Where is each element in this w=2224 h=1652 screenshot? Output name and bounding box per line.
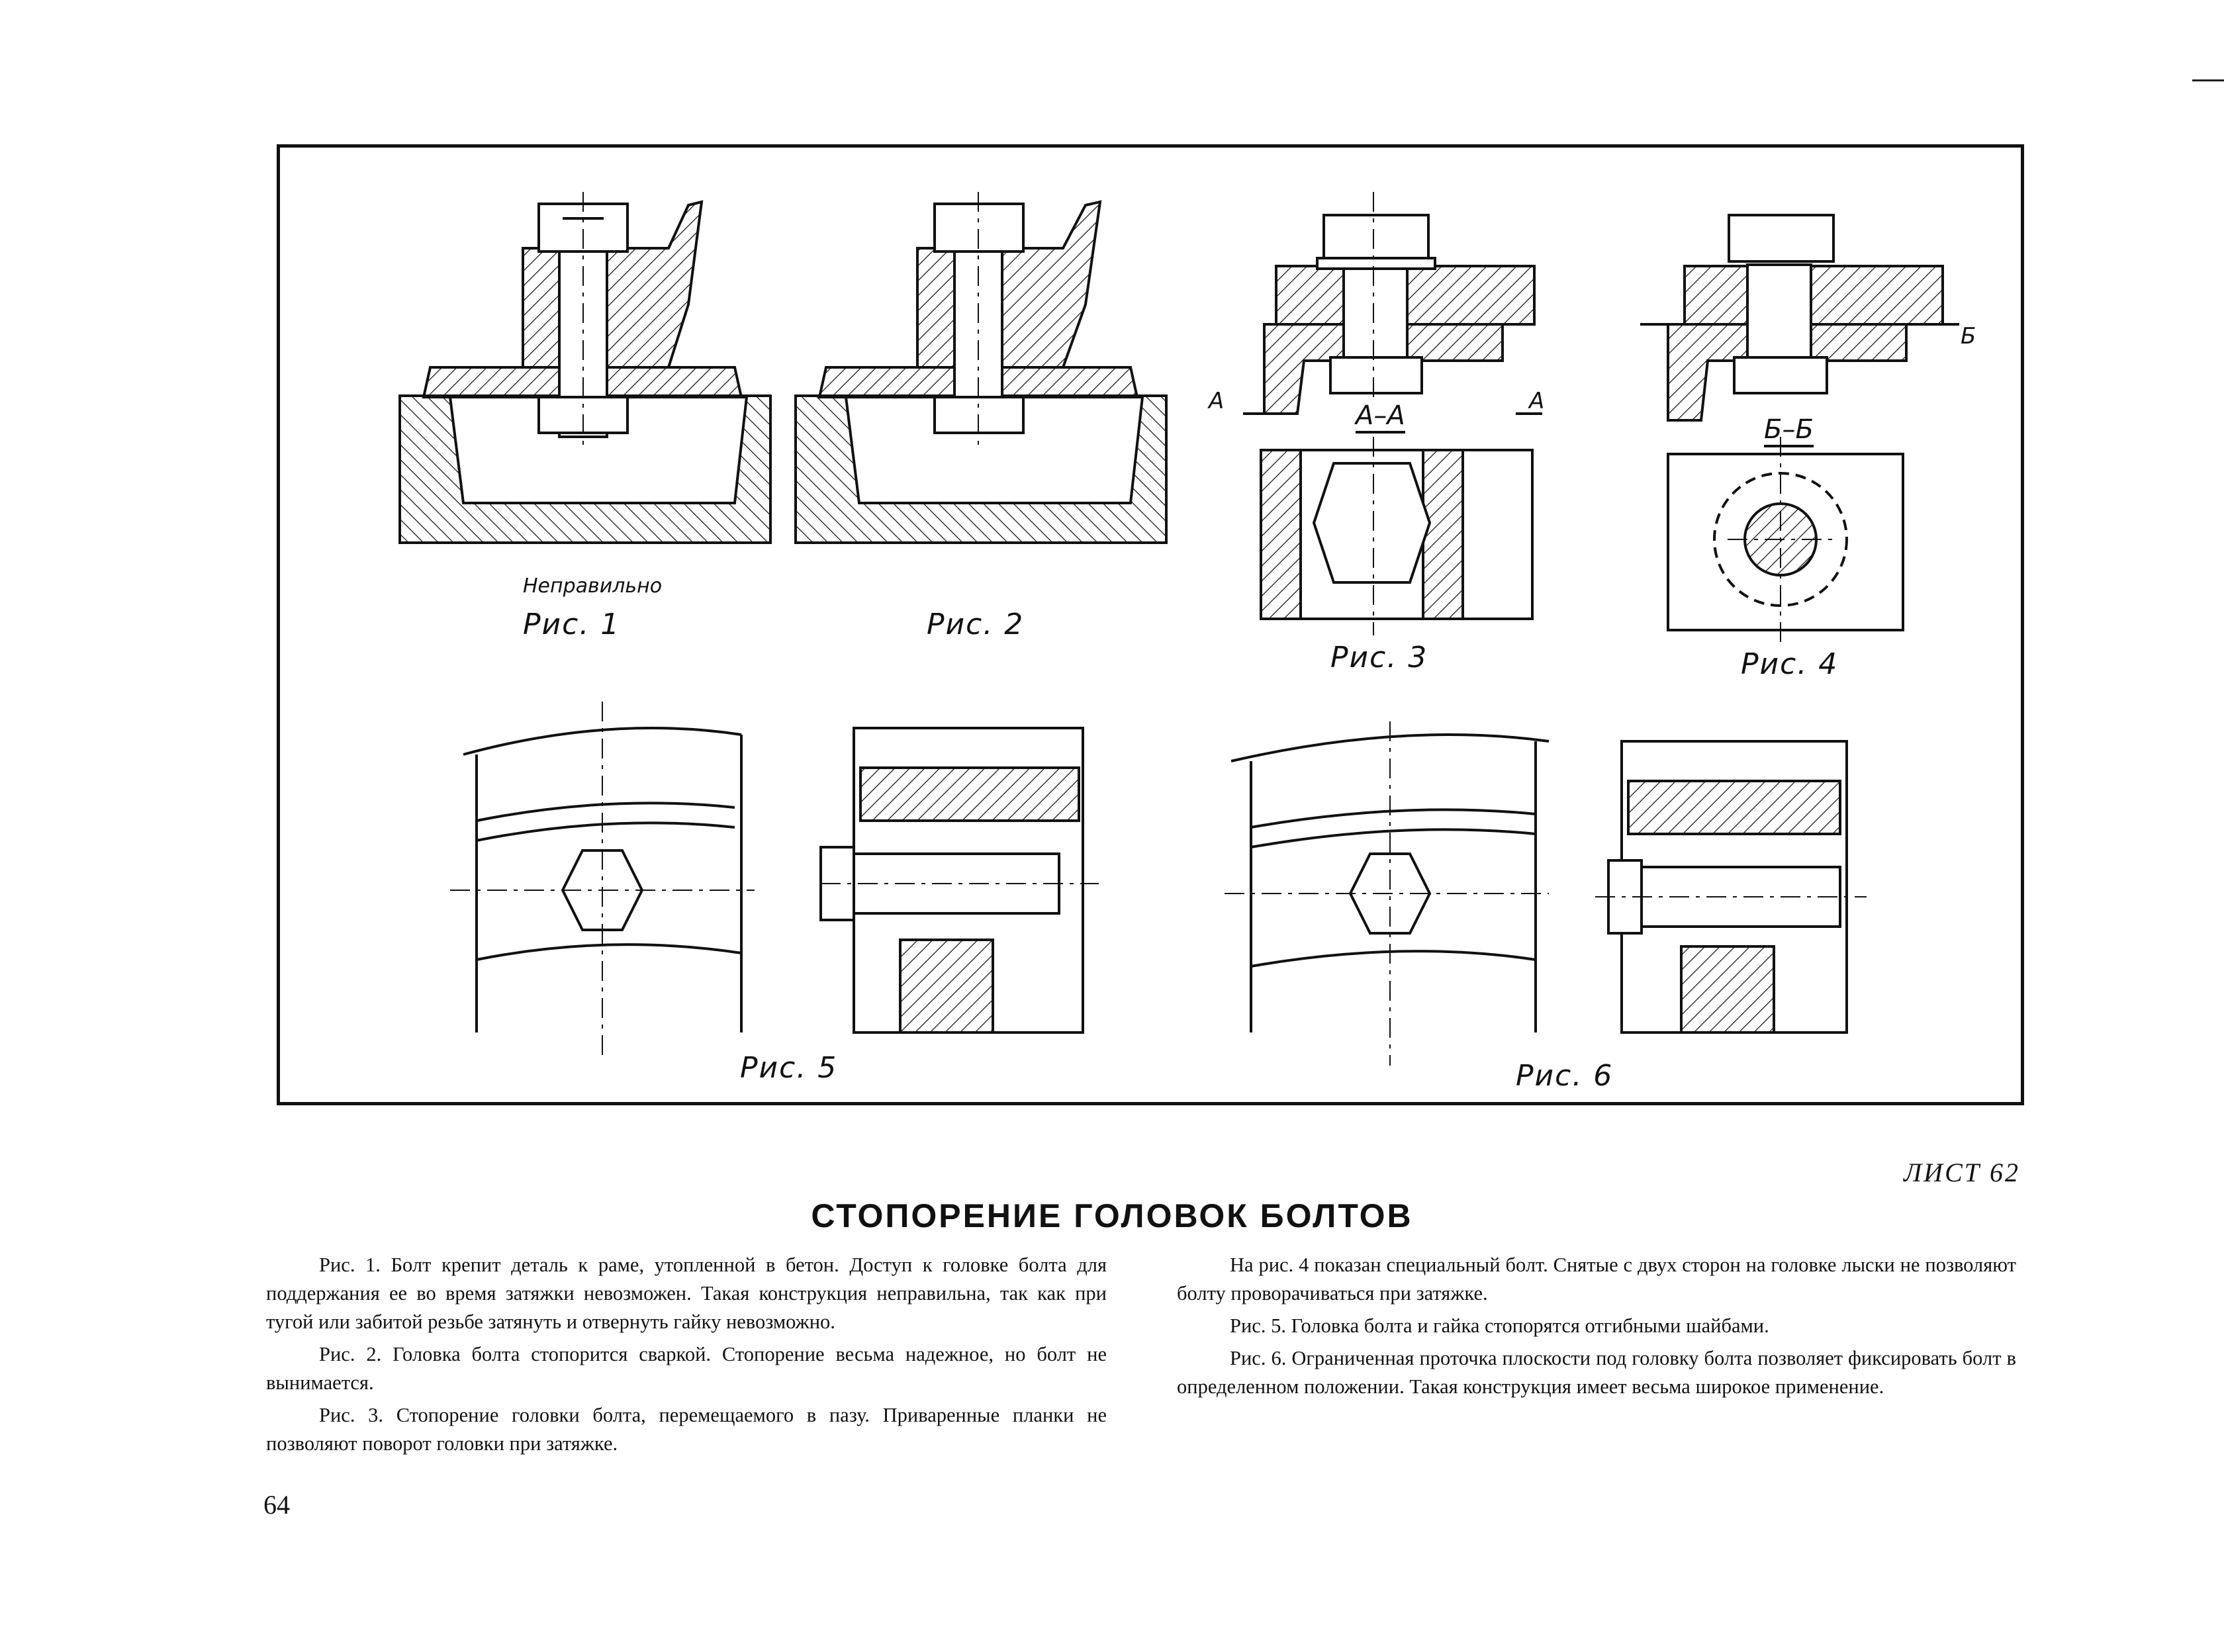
paragraph-fig1: Рис. 1. Болт крепит деталь к раме, утопл…	[266, 1254, 1107, 1333]
left-text-column: Рис. 1. Болт крепит деталь к раме, утопл…	[266, 1251, 1107, 1462]
page-number: 64	[263, 1490, 290, 1520]
paragraph-fig4: На рис. 4 показан специальный болт. Снят…	[1177, 1254, 2016, 1305]
page-edge-mark	[2192, 79, 2224, 81]
sheet-label: ЛИСТ 62	[1904, 1158, 2020, 1187]
technical-drawing	[398, 192, 1959, 1066]
fig5-drawing	[450, 702, 1099, 1059]
drawing-frame	[277, 144, 2024, 1105]
cut-letter-a-right: А	[1529, 388, 1545, 414]
section-aa-label: А–А	[1356, 400, 1405, 434]
fig3-drawing	[1243, 192, 1542, 635]
fig6-label: Рис. 6	[1516, 1059, 1614, 1093]
paragraph-fig6: Рис. 6. Ограниченная проточка плоскости …	[1177, 1347, 2016, 1398]
fig2-drawing	[794, 192, 1168, 544]
fig1-note: Неправильно	[523, 574, 663, 598]
fig1-label: Рис. 1	[523, 608, 621, 641]
fig5-label: Рис. 5	[740, 1051, 838, 1085]
fig6-drawing	[1225, 721, 1867, 1066]
section-bb-label: Б–Б	[1764, 414, 1814, 447]
fig3-label: Рис. 3	[1330, 641, 1428, 674]
right-text-column: На рис. 4 показан специальный болт. Снят…	[1177, 1251, 2016, 1405]
fig4-drawing	[1640, 214, 1959, 649]
paragraph-fig2: Рис. 2. Головка болта стопорится сваркой…	[266, 1343, 1107, 1394]
fig1-drawing	[398, 192, 772, 544]
cut-letter-b-right: Б	[1961, 323, 1976, 349]
fig2-label: Рис. 2	[927, 608, 1025, 641]
paragraph-fig3: Рис. 3. Стопорение головки болта, переме…	[266, 1404, 1107, 1455]
paragraph-fig5: Рис. 5. Головка болта и гайка стопорятся…	[1230, 1314, 1769, 1337]
cut-letter-a-left: А	[1209, 388, 1225, 414]
fig4-label: Рис. 4	[1741, 647, 1839, 681]
page-title: СТОПОРЕНИЕ ГОЛОВОК БОЛТОВ	[811, 1197, 1413, 1234]
